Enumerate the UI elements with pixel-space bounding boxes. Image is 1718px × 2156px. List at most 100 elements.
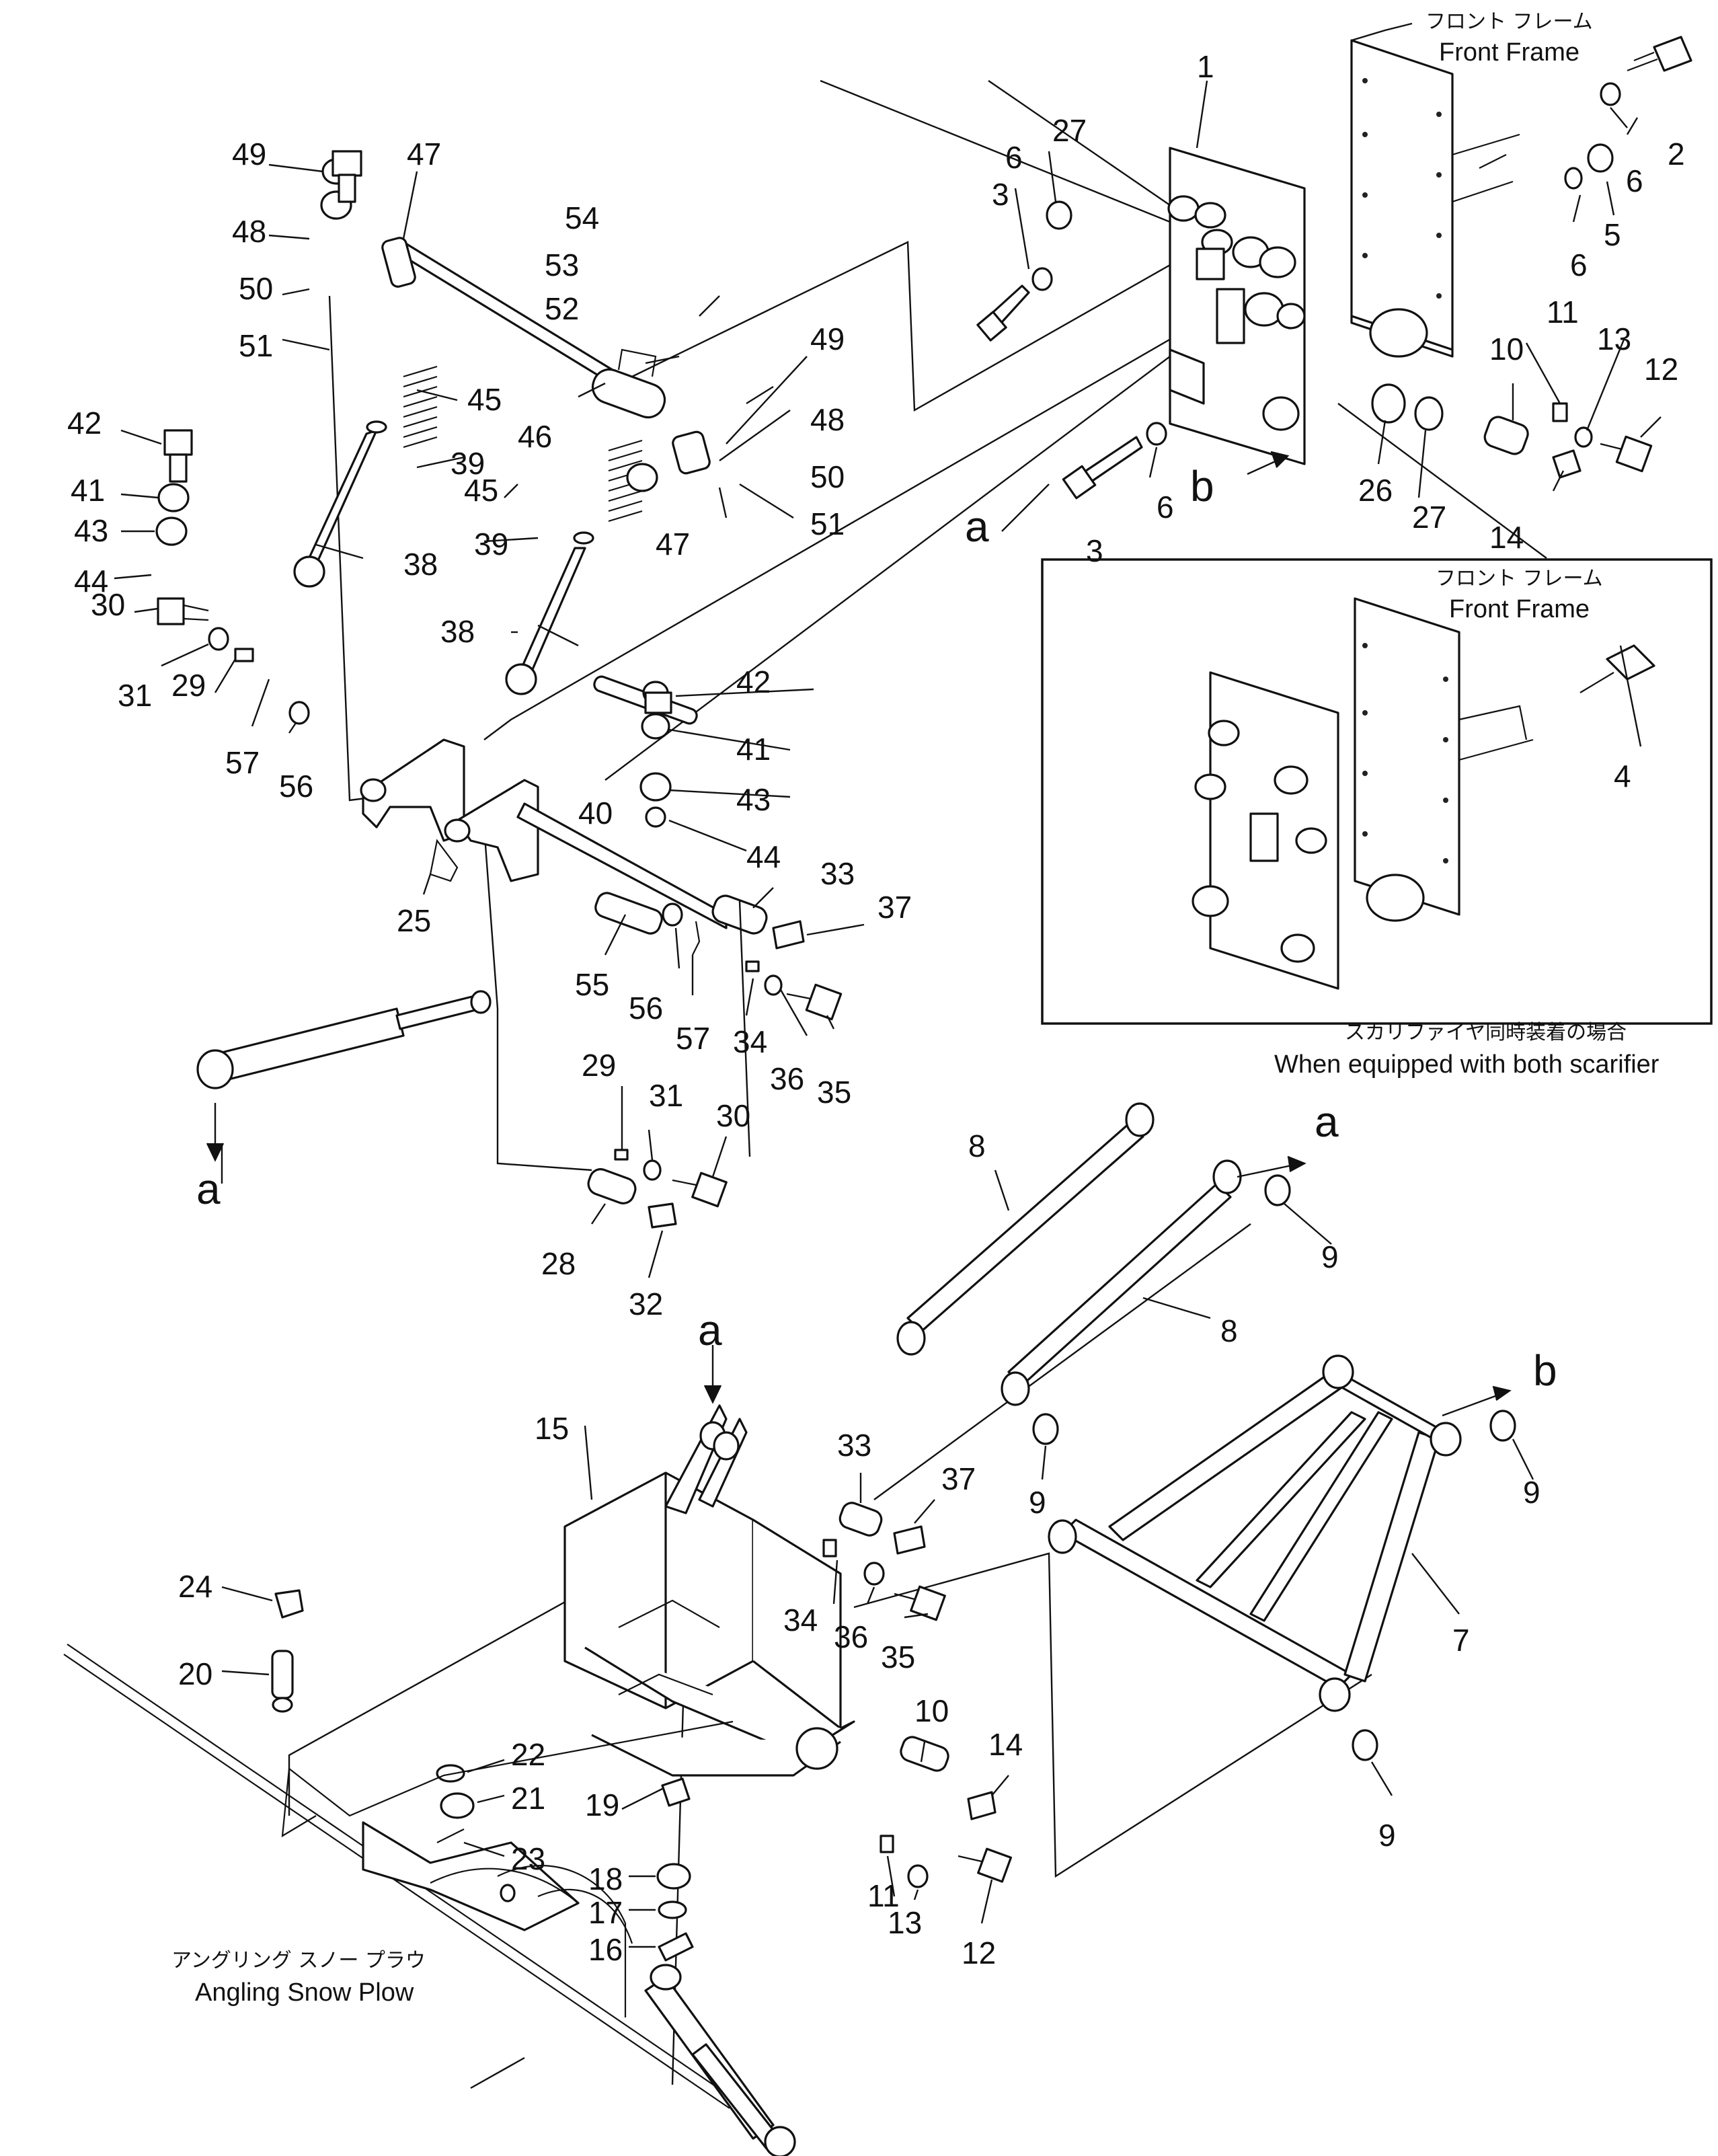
arrows [206, 451, 1512, 1417]
bolt-icon [976, 284, 1030, 342]
center-block [563, 1404, 855, 1777]
part-number: 27 [1412, 500, 1446, 535]
part-number: 38 [403, 547, 438, 582]
part-number: 13 [888, 1905, 922, 1940]
part-number: 10 [914, 1693, 949, 1728]
part-number: 46 [518, 419, 552, 454]
nut-icon [639, 772, 672, 802]
part-number: 57 [676, 1021, 710, 1056]
part-number: 27 [1052, 113, 1087, 148]
part-number: 48 [232, 214, 266, 249]
part-number: 32 [629, 1286, 663, 1321]
bushing [1489, 1410, 1516, 1442]
part-number: 56 [279, 769, 313, 804]
bolt-icon [1627, 36, 1692, 72]
callout-scarifier: スカリファイヤ同時装着の場合 When equipped with both s… [1274, 1021, 1660, 1079]
part-number: 6 [1005, 140, 1023, 175]
part-number: 6 [1626, 163, 1643, 198]
part-number: 4 [1614, 759, 1631, 794]
bolt-icon [1600, 435, 1653, 473]
scarifier-en: When equipped with both scarifier [1274, 1050, 1660, 1079]
pin-28 [587, 1149, 728, 1229]
part-number: 14 [988, 1727, 1023, 1762]
part-number: 47 [407, 137, 441, 171]
callout-front-frame-top: フロント フレーム Front Frame [1426, 10, 1593, 67]
pin [1483, 416, 1529, 455]
center-hardware [822, 1502, 1013, 1888]
part-number: 20 [178, 1656, 212, 1691]
washer-icon [436, 1764, 465, 1783]
part-number: 45 [464, 473, 498, 508]
part-number: 49 [810, 321, 845, 356]
upper-left-linkage [155, 150, 711, 725]
part-number: 23 [511, 1841, 545, 1876]
part-number: 50 [810, 459, 845, 494]
part-number: 37 [941, 1461, 976, 1496]
nut-icon [157, 483, 190, 512]
washer-icon [208, 627, 229, 651]
front-frame-top-en: Front Frame [1439, 38, 1579, 67]
front-frame-top-jp: フロント フレーム [1426, 10, 1593, 34]
bolt-icon [786, 983, 843, 1021]
grease-fitting-icon [1552, 449, 1582, 479]
part-number: 12 [962, 1935, 996, 1970]
part-number: 29 [582, 1048, 616, 1083]
upper-right-hardware [976, 36, 1692, 500]
part-number: 54 [565, 200, 599, 235]
part-number: 6 [1157, 490, 1174, 525]
bushing [1352, 1729, 1378, 1761]
letter-a: a [196, 1165, 221, 1213]
part-number: 13 [1597, 321, 1631, 356]
grease-fitting-icon [772, 920, 805, 950]
part-number: 16 [588, 1932, 623, 1967]
washer-icon [1146, 422, 1167, 446]
washer-icon [662, 902, 683, 927]
inset-bolt-icon [1579, 644, 1655, 693]
part-number: 31 [649, 1078, 683, 1113]
part-number: 39 [451, 446, 485, 481]
label-leaders [114, 22, 1662, 2089]
washer-icon [641, 713, 670, 740]
bushing [1371, 383, 1406, 424]
part-number: 36 [770, 1061, 804, 1096]
part-number: 41 [736, 732, 771, 767]
part-number: 6 [1570, 247, 1588, 282]
part-number: 36 [834, 1619, 868, 1654]
part-number: 38 [440, 614, 475, 649]
part-number: 37 [877, 890, 912, 925]
part-number: 34 [733, 1024, 767, 1059]
part-number: 3 [1086, 533, 1103, 568]
washer-icon [907, 1864, 929, 1888]
part-number: 9 [1321, 1239, 1339, 1274]
part-number: 8 [968, 1128, 986, 1163]
part-number: 56 [629, 991, 663, 1026]
part-number: 49 [232, 137, 266, 171]
part-number: 5 [1604, 217, 1621, 252]
part-number: 51 [239, 328, 273, 363]
washer-icon [1031, 267, 1053, 291]
spring-icon [403, 365, 438, 449]
part-number: 11 [867, 1878, 900, 1913]
part-number: 22 [511, 1737, 545, 1772]
inset-box [1041, 558, 1713, 1025]
part-number: 2 [1668, 137, 1685, 171]
letter-a: a [698, 1306, 722, 1354]
struts [896, 1102, 1516, 1761]
front-frame-top [1350, 39, 1520, 358]
part-number: 28 [541, 1246, 576, 1281]
part-number: 34 [783, 1603, 818, 1638]
part-number: 35 [881, 1640, 915, 1674]
part-number: 12 [1644, 352, 1678, 387]
washer-icon [1600, 82, 1621, 106]
washer-icon [764, 974, 783, 996]
bolt-icon [157, 597, 209, 625]
letter-a: a [1315, 1098, 1339, 1146]
grease-fitting-icon [893, 1525, 926, 1555]
washer-icon [643, 1159, 662, 1181]
part-number: 30 [716, 1098, 750, 1133]
part-number: 33 [837, 1428, 871, 1463]
part-number: 53 [545, 247, 579, 282]
grease-fitting-icon [274, 1589, 304, 1619]
part-number: 9 [1523, 1475, 1540, 1510]
